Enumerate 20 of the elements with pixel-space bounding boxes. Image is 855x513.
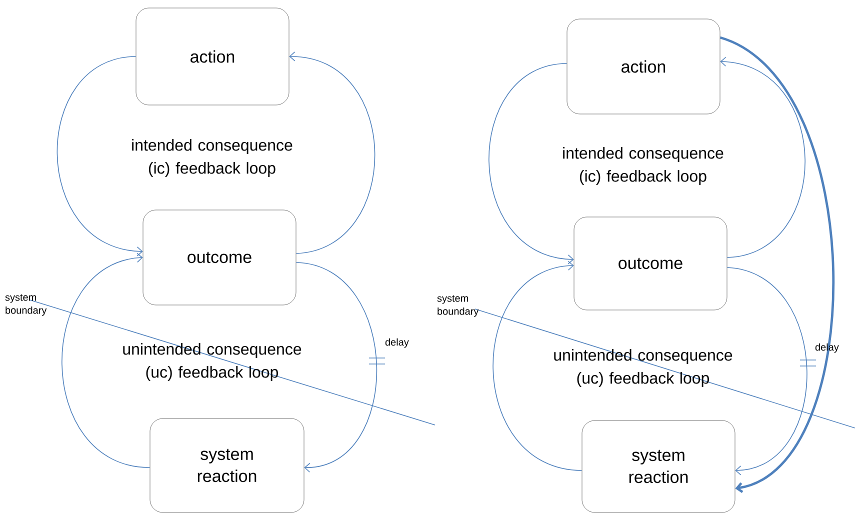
loop-label: intended consequence (ic) feedback loop [563,147,724,185]
arrow [56,56,143,256]
process-box: action [566,18,720,114]
note-label: delay [385,338,409,348]
arrow [720,56,806,258]
process-box: outcome [142,210,296,306]
note-label: system boundary [5,294,47,316]
arrow [488,63,574,264]
process-box: system reaction [150,418,304,513]
arrow [726,267,808,476]
arrow [492,260,582,471]
arrow [720,36,834,493]
arrow [62,252,150,468]
arrow [289,52,376,254]
note-label: system boundary [437,295,479,317]
process-box: action [136,8,290,106]
process-box: system reaction [582,420,736,513]
process-box: outcome [574,216,728,310]
arrow [296,262,378,473]
loop-label: intended consequence (ic) feedback loop [132,139,292,177]
